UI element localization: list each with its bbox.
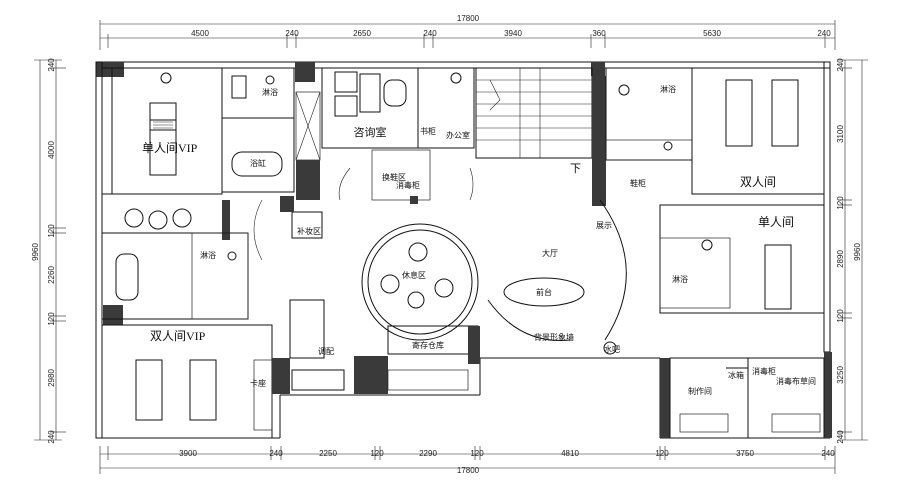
bottom-dim-3: 2250 — [319, 449, 337, 458]
consult-label: 咨询室 — [354, 125, 387, 139]
bottom-dim-1: 3900 — [179, 449, 197, 458]
right-dim-6: 3250 — [836, 366, 845, 384]
right-dim-1: 240 — [836, 58, 845, 72]
left-dim-7: 240 — [47, 430, 56, 444]
single-vip-label: 单人间VIP — [142, 141, 198, 155]
rest-area-label: 休息区 — [402, 270, 426, 280]
shoe-change-label: 换鞋区 — [382, 172, 406, 182]
bottom-total-dim: 17800 — [457, 466, 480, 475]
right-dim-5: 120 — [836, 309, 845, 323]
shower-3-label: 淋浴 — [660, 84, 676, 94]
room-consult: 咨询室 书柜 办公室 换鞋区 消毒柜 — [321, 67, 475, 204]
reception-label: 前台 — [536, 287, 552, 297]
left-dim-4: 2260 — [47, 266, 56, 284]
shower-4-label: 淋浴 — [672, 274, 688, 284]
right-dim-3: 120 — [836, 196, 845, 210]
tub-1-label: 浴缸 — [250, 158, 266, 168]
bottom-dim-9: 3750 — [736, 449, 754, 458]
right-dimensions: 9960 240 3100 120 2890 120 3250 240 — [836, 58, 868, 444]
top-total-dim: 17800 — [457, 14, 480, 23]
room-single: 淋浴 单人间 — [659, 204, 825, 314]
top-dim-6: 360 — [592, 29, 606, 38]
top-dim-1: 4500 — [191, 29, 209, 38]
round-chairs — [124, 200, 230, 240]
room-double-vip: 双人间VIP 卡座 — [101, 324, 290, 439]
room-left-bath: 淋浴 — [101, 232, 249, 320]
top-dim-4: 240 — [423, 29, 437, 38]
bottom-dim-7: 4810 — [561, 449, 579, 458]
room-double: 淋浴 双人间 鞋柜 — [605, 67, 825, 195]
bottom-dim-5: 2290 — [419, 449, 437, 458]
office-label: 办公室 — [446, 130, 470, 140]
top-dim-8: 240 — [817, 29, 831, 38]
dispense-label: 调配 — [318, 347, 334, 356]
room-single-vip: 单人间VIP 淋浴 浴缸 — [101, 67, 321, 200]
left-dim-6: 2980 — [47, 369, 56, 387]
right-dim-7: 240 — [836, 430, 845, 444]
lobby: 前台 大厅 展示 背景形象墙 水吧 休息区 — [361, 199, 627, 355]
right-total-dim: 9960 — [853, 243, 862, 261]
card-seat-label: 卡座 — [250, 378, 266, 388]
disinfect-cabinet2-label: 消毒柜 — [752, 366, 776, 376]
bottom-dim-2: 240 — [269, 449, 283, 458]
shower-1-label: 淋浴 — [262, 87, 278, 97]
room-production: 制作间 冰箱 消毒柜 消毒布草间 — [669, 357, 825, 439]
left-dim-3: 120 — [47, 224, 56, 238]
top-dim-3: 2650 — [353, 29, 371, 38]
shower-2-label: 淋浴 — [200, 250, 216, 260]
left-dim-5: 120 — [47, 312, 56, 326]
left-dim-2: 4000 — [47, 141, 56, 159]
production-label: 制作间 — [688, 386, 712, 396]
makeup-area: 补妆区 — [253, 167, 474, 261]
freezer-label: 冰箱 — [728, 370, 744, 380]
bottom-dim-6: 120 — [470, 449, 484, 458]
storage-label: 寄存仓库 — [412, 340, 444, 350]
storage-area: 调配 寄存仓库 — [289, 299, 480, 394]
right-dim-2: 3100 — [836, 125, 845, 143]
stairs: 下 — [475, 67, 606, 206]
lobby-label: 大厅 — [542, 248, 558, 258]
disinfect-cloth-label: 消毒布草间 — [776, 376, 816, 386]
disinfect-cabinet-label: 消毒柜 — [396, 180, 420, 190]
top-dim-5: 3940 — [504, 29, 522, 38]
double-label: 双人间 — [740, 175, 776, 189]
down-label: 下 — [570, 163, 581, 175]
bottom-dim-4: 120 — [370, 449, 384, 458]
double-vip-label: 双人间VIP — [150, 329, 206, 343]
bottom-dimensions: 3900 240 2250 120 2290 120 4810 120 3750… — [99, 446, 836, 475]
left-total-dim: 9960 — [31, 243, 40, 261]
top-dim-7: 5630 — [703, 29, 721, 38]
left-dim-1: 240 — [47, 58, 56, 72]
bottom-dim-8: 120 — [655, 449, 669, 458]
left-dimensions: 9960 240 4000 120 2260 120 2980 240 — [31, 58, 66, 444]
study-label: 书柜 — [420, 126, 436, 136]
water-bar-label: 水吧 — [604, 344, 620, 354]
makeup-label: 补妆区 — [297, 226, 321, 236]
shoe-cabinet-label: 鞋柜 — [630, 178, 646, 188]
top-dimensions: 17800 4500 240 2650 240 3940 360 5630 24… — [99, 14, 836, 50]
top-dim-2: 240 — [285, 29, 299, 38]
display-label: 展示 — [596, 221, 612, 230]
image-wall-label: 背景形象墙 — [534, 332, 574, 342]
bottom-dim-10: 240 — [821, 449, 835, 458]
outer-walls — [95, 61, 832, 439]
right-dim-4: 2890 — [836, 250, 845, 268]
single-label: 单人间 — [758, 215, 794, 229]
